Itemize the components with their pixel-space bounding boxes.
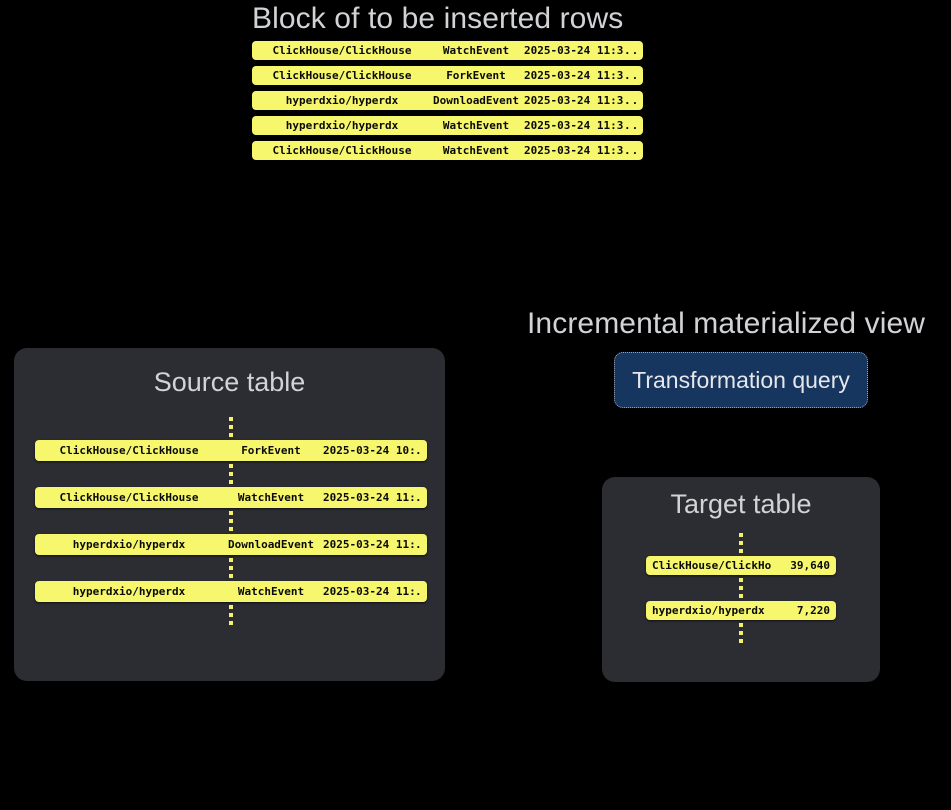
row-repo: hyperdxio/hyperdx xyxy=(72,538,186,551)
ellipsis-dot xyxy=(739,631,743,635)
table-row: ClickHouse/ClickHouse ForkEvent 2025-03-24… xyxy=(35,440,427,461)
row-event: WatchEvent xyxy=(237,585,305,598)
row-more-icon: ... xyxy=(624,94,639,107)
ellipsis-dot xyxy=(739,639,743,643)
row-repo: ClickHouse/ClickHouse xyxy=(272,44,412,57)
source-table-rows: ClickHouse/ClickHouse ForkEvent 2025-03-24… xyxy=(35,414,427,628)
row-more-icon: ... xyxy=(415,538,423,551)
ellipsis-dot xyxy=(229,464,233,468)
row-repo: ClickHouse/ClickHouse xyxy=(272,144,412,157)
row-gap-ellipsis xyxy=(35,461,427,487)
table-row: ClickHouse/ClickHouse 39,640 xyxy=(646,556,836,575)
row-gap-ellipsis xyxy=(646,575,836,601)
row-gap-ellipsis xyxy=(35,602,427,628)
row-repo: ClickHouse/ClickHouse xyxy=(59,491,199,504)
ellipsis-dot xyxy=(229,605,233,609)
ellipsis-dot xyxy=(229,511,233,515)
row-time: 2025-03-24 11:28:32 xyxy=(323,585,415,598)
target-table-rows: ClickHouse/ClickHouse 39,640 hyperdxio/hyp… xyxy=(646,530,836,646)
ellipsis-dot xyxy=(229,472,233,476)
row-gap-ellipsis xyxy=(646,620,836,646)
insert-block-title: Block of to be inserted rows xyxy=(252,2,624,35)
transformation-query-label: Transformation query xyxy=(632,366,850,393)
row-event: DownloadEvent xyxy=(227,538,315,551)
row-more-icon: ... xyxy=(415,585,423,598)
transformation-query-box[interactable]: Transformation query xyxy=(614,352,868,408)
row-event: DownloadEvent xyxy=(432,94,520,107)
ellipsis-dot xyxy=(229,566,233,570)
target-table-panel: Target table ClickHouse/ClickHouse 39,640… xyxy=(602,477,880,682)
ellipsis-dot xyxy=(229,613,233,617)
row-time: 2025-03-24 11:35:54 xyxy=(524,144,624,157)
row-count: 39,640 xyxy=(790,559,830,572)
table-row: ClickHouse/ClickHouse WatchEvent 2025-03-2… xyxy=(252,41,643,60)
ellipsis-dot xyxy=(739,533,743,537)
row-event: WatchEvent xyxy=(442,144,510,157)
ellipsis-dot xyxy=(229,519,233,523)
table-row: hyperdxio/hyperdx WatchEvent 2025-03-24 11… xyxy=(35,581,427,602)
row-time: 2025-03-24 11:20:12 xyxy=(323,538,415,551)
row-time: 2025-03-24 11:35:40 xyxy=(524,44,624,57)
row-time: 2025-03-24 10:25:00 xyxy=(323,444,415,457)
target-table-title: Target table xyxy=(670,489,812,519)
ellipsis-dot xyxy=(739,586,743,590)
ellipsis-dot xyxy=(739,541,743,545)
table-row: ClickHouse/ClickHouse WatchEvent 2025-03-2… xyxy=(252,141,643,160)
row-more-icon: ... xyxy=(624,119,639,132)
table-row: hyperdxio/hyperdx WatchEvent 2025-03-24 11… xyxy=(252,116,643,135)
row-more-icon: ... xyxy=(624,44,639,57)
row-time: 2025-03-24 11:32:54 xyxy=(323,491,415,504)
row-repo: ClickHouse/ClickHouse xyxy=(59,444,199,457)
row-event: WatchEvent xyxy=(237,491,305,504)
row-more-icon: ... xyxy=(624,144,639,157)
ellipsis-dot xyxy=(229,558,233,562)
row-more-icon: ... xyxy=(415,491,423,504)
row-repo: hyperdxio/hyperdx xyxy=(285,119,399,132)
table-row: ClickHouse/ClickHouse ForkEvent 2025-03-24… xyxy=(252,66,643,85)
row-more-icon: ... xyxy=(624,69,639,82)
ellipsis-dot xyxy=(229,433,233,437)
row-repo: hyperdxio/hyperdx xyxy=(285,94,399,107)
row-event: ForkEvent xyxy=(446,69,506,82)
row-time: 2025-03-24 11:35:48 xyxy=(524,94,624,107)
row-repo: hyperdxio/hyperdx xyxy=(652,604,765,617)
table-row: hyperdxio/hyperdx 7,220 xyxy=(646,601,836,620)
ellipsis-dot xyxy=(229,417,233,421)
source-table-panel: Source table ClickHouse/ClickHouse ForkEv… xyxy=(14,348,445,681)
row-gap-ellipsis xyxy=(35,555,427,581)
table-row: ClickHouse/ClickHouse WatchEvent 2025-03-2… xyxy=(35,487,427,508)
row-repo: ClickHouse/ClickHouse xyxy=(652,559,772,572)
ellipsis-dot xyxy=(229,425,233,429)
source-table-title: Source table xyxy=(153,367,306,397)
ellipsis-dot xyxy=(739,594,743,598)
row-event: WatchEvent xyxy=(442,119,510,132)
row-time: 2025-03-24 11:35:52 xyxy=(524,119,624,132)
materialized-view-heading: Incremental materialized view xyxy=(527,307,926,340)
ellipsis-dot xyxy=(739,623,743,627)
row-repo: hyperdxio/hyperdx xyxy=(72,585,186,598)
row-gap-ellipsis xyxy=(35,414,427,440)
ellipsis-dot xyxy=(229,621,233,625)
ellipsis-dot xyxy=(229,527,233,531)
ellipsis-dot xyxy=(229,574,233,578)
row-repo: ClickHouse/ClickHouse xyxy=(272,69,412,82)
row-gap-ellipsis xyxy=(35,508,427,534)
ellipsis-dot xyxy=(739,549,743,553)
row-gap-ellipsis xyxy=(646,530,836,556)
table-row: hyperdxio/hyperdx DownloadEvent 2025-03-24… xyxy=(252,91,643,110)
row-count: 7,220 xyxy=(796,604,830,617)
row-event: ForkEvent xyxy=(241,444,301,457)
ellipsis-dot xyxy=(739,578,743,582)
row-event: WatchEvent xyxy=(442,44,510,57)
table-row: hyperdxio/hyperdx DownloadEvent 2025-03-24… xyxy=(35,534,427,555)
ellipsis-dot xyxy=(229,480,233,484)
row-time: 2025-03-24 11:35:44 xyxy=(524,69,624,82)
row-more-icon: ... xyxy=(415,444,423,457)
